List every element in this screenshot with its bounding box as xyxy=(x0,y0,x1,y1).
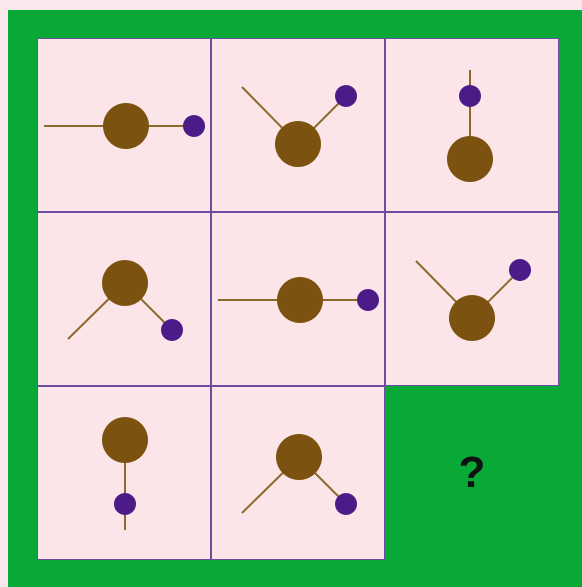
small-ball xyxy=(509,259,531,281)
big-ball xyxy=(276,434,322,480)
cell-r3c1 xyxy=(37,386,211,560)
small-ball xyxy=(335,493,357,515)
big-ball xyxy=(102,260,148,306)
cell-r1c3 xyxy=(385,38,559,212)
figure-v-shape xyxy=(415,259,531,341)
figure-vertical-rod xyxy=(102,417,148,530)
figure-v-shape xyxy=(241,85,357,167)
cell-r1c2 xyxy=(211,38,385,212)
figure-vertical-rod xyxy=(447,70,493,182)
small-ball xyxy=(183,115,205,137)
big-ball xyxy=(103,103,149,149)
figure-horizontal-rod xyxy=(218,277,379,323)
figure-horizontal-rod xyxy=(44,103,205,149)
big-ball xyxy=(449,295,495,341)
small-ball xyxy=(114,493,136,515)
question-mark: ? xyxy=(458,448,486,497)
cell-r2c1 xyxy=(37,212,211,386)
big-ball xyxy=(277,277,323,323)
cell-r2c2 xyxy=(211,212,385,386)
figure-inverted-v xyxy=(67,260,183,341)
big-ball xyxy=(447,136,493,182)
small-ball xyxy=(459,85,481,107)
figure-inverted-v xyxy=(241,434,357,515)
small-ball xyxy=(335,85,357,107)
cell-r3c2 xyxy=(211,386,385,560)
big-ball xyxy=(275,121,321,167)
small-ball xyxy=(161,319,183,341)
cell-r1c1 xyxy=(37,38,211,212)
cell-r2c3 xyxy=(385,212,559,386)
puzzle-grid: ? xyxy=(37,38,559,560)
big-ball xyxy=(102,417,148,463)
missing-cell[interactable]: ? xyxy=(385,386,559,560)
small-ball xyxy=(357,289,379,311)
